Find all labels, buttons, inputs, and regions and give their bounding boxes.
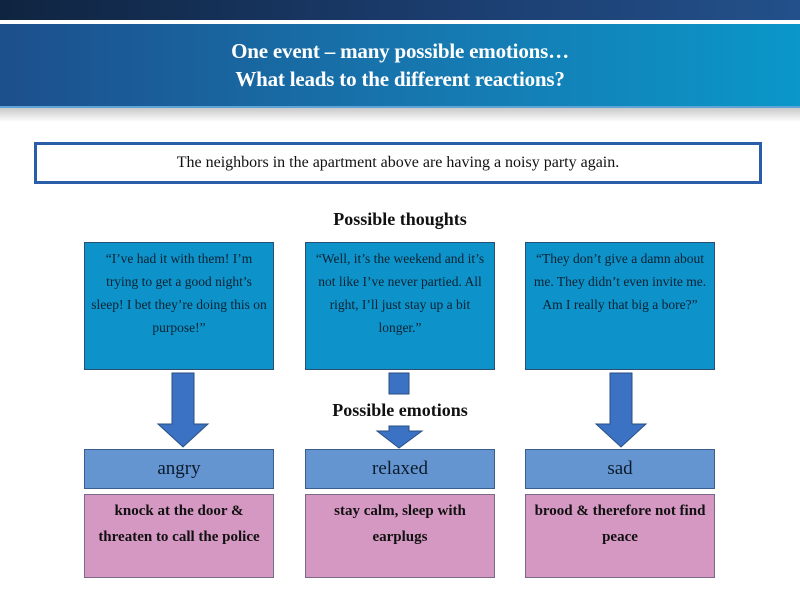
down-arrow-icon bbox=[156, 372, 210, 448]
emotion-label: sad bbox=[607, 458, 633, 479]
title-shadow bbox=[0, 108, 800, 122]
emotion-box-relaxed: relaxed bbox=[305, 449, 495, 489]
thought-box-relaxed: “Well, it’s the weekend and it’s not lik… bbox=[305, 242, 495, 370]
thought-box-angry: “I’ve had it with them! I’m trying to ge… bbox=[84, 242, 274, 370]
emotion-box-angry: angry bbox=[84, 449, 274, 489]
down-arrow-icon bbox=[594, 372, 648, 448]
slide-title-line-2: What leads to the different reactions? bbox=[235, 67, 565, 91]
possible-emotions-label: Possible emotions bbox=[332, 400, 468, 420]
down-arrow-head-icon bbox=[375, 425, 424, 449]
reaction-box-relaxed: stay calm, sleep with earplugs bbox=[305, 494, 495, 578]
title-bar: One event – many possible emotions… What… bbox=[0, 24, 800, 108]
reaction-box-angry: knock at the door & threaten to call the… bbox=[84, 494, 274, 578]
thought-box-sad: “They don’t give a damn about me. They d… bbox=[525, 242, 715, 370]
reaction-box-sad: brood & therefore not find peace bbox=[525, 494, 715, 578]
divider bbox=[0, 20, 800, 24]
top-band bbox=[0, 0, 800, 20]
arrow-stem-icon bbox=[388, 372, 410, 395]
emotion-label: relaxed bbox=[372, 458, 428, 479]
slide-title-line-1: One event – many possible emotions… bbox=[231, 39, 569, 63]
emotion-box-sad: sad bbox=[525, 449, 715, 489]
event-box: The neighbors in the apartment above are… bbox=[34, 142, 762, 184]
event-text: The neighbors in the apartment above are… bbox=[176, 154, 620, 171]
possible-thoughts-label: Possible thoughts bbox=[333, 209, 467, 229]
emotion-label: angry bbox=[157, 458, 201, 479]
